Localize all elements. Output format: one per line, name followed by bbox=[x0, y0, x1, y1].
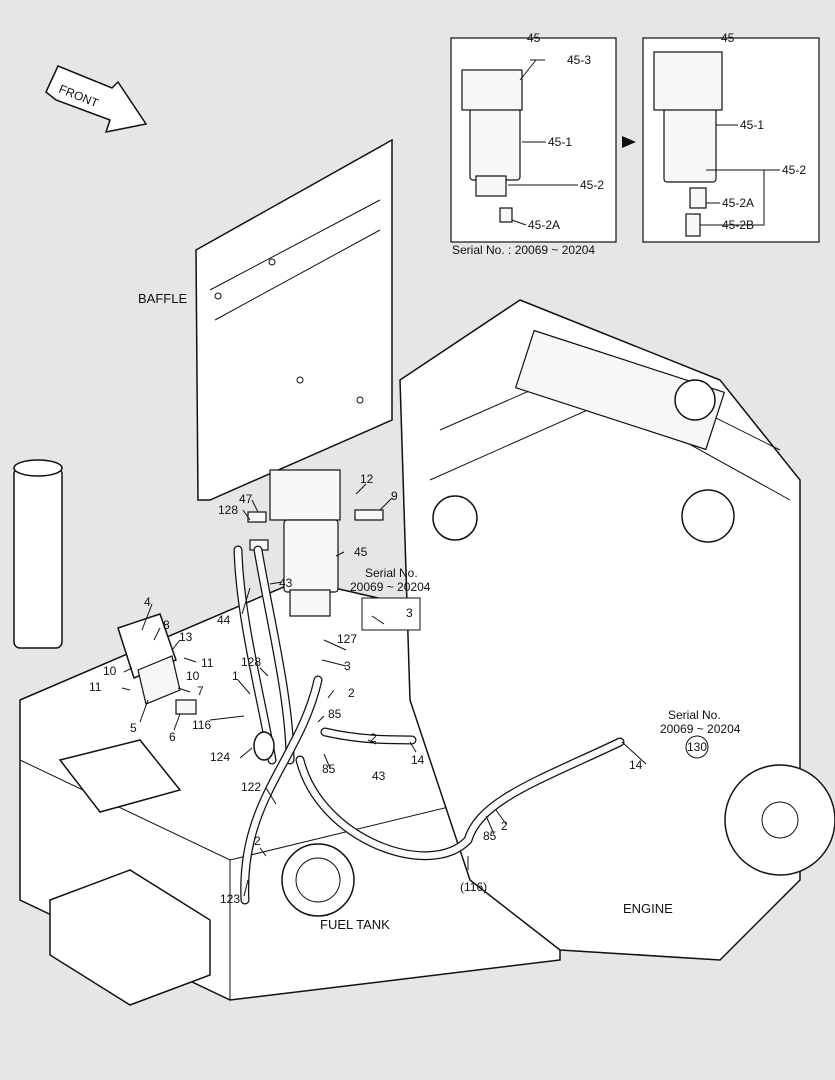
engine-label: ENGINE bbox=[623, 901, 673, 916]
transition-arrow bbox=[622, 136, 636, 148]
bracket-assembly bbox=[117, 613, 197, 715]
inset1-label-45-2: 45-2 bbox=[580, 178, 604, 192]
callout-43-lower: 43 bbox=[372, 769, 386, 783]
inset1-label-45-2A: 45-2A bbox=[528, 218, 560, 232]
callout-1: 1 bbox=[232, 669, 239, 683]
callout-11-right: 11 bbox=[201, 656, 214, 670]
callout-122: 122 bbox=[241, 780, 261, 794]
callout-serial-label: Serial No. bbox=[365, 566, 418, 580]
inset2-label-45: 45 bbox=[721, 31, 735, 45]
callout-3-box: 3 bbox=[406, 606, 413, 620]
engine bbox=[399, 299, 835, 961]
callout-8: 8 bbox=[163, 618, 170, 632]
callout-2-mid: 2 bbox=[348, 686, 355, 700]
callout-12: 12 bbox=[360, 472, 374, 486]
callout2-serial-label: Serial No. bbox=[668, 708, 721, 722]
inset-box-new: 45 45-1 45-2 45-2A 45-2B bbox=[642, 31, 820, 243]
callout-124: 124 bbox=[210, 750, 230, 764]
callout-13: 13 bbox=[179, 630, 193, 644]
inset1-label-45: 45 bbox=[527, 31, 541, 45]
inset1-label-45-1: 45-1 bbox=[548, 135, 572, 149]
callout-85-mid: 85 bbox=[322, 762, 336, 776]
callout-7: 7 bbox=[197, 684, 204, 698]
callout-123: 123 bbox=[220, 892, 240, 906]
inset2-label-45-1: 45-1 bbox=[740, 118, 764, 132]
callout-2-lower-right: 2 bbox=[501, 819, 508, 833]
callout-3-mid: 3 bbox=[344, 659, 351, 673]
callout-44: 44 bbox=[217, 613, 231, 627]
callout-10-right: 10 bbox=[186, 669, 200, 683]
callout-85-lower: 85 bbox=[483, 829, 497, 843]
callout-10-left: 10 bbox=[103, 664, 117, 678]
inset2-label-45-2: 45-2 bbox=[782, 163, 806, 177]
callout-45: 45 bbox=[354, 545, 368, 559]
front-arrow: FRONT bbox=[45, 65, 148, 133]
callout-2-lower-left: 2 bbox=[254, 834, 261, 848]
callout2-serial-range: 20069 ~ 20204 bbox=[660, 722, 741, 736]
callout-14-left: 14 bbox=[411, 753, 425, 767]
callout-5: 5 bbox=[130, 721, 137, 735]
callout-43-top: 43 bbox=[279, 576, 293, 590]
callout-9: 9 bbox=[391, 489, 398, 503]
baffle-label: BAFFLE bbox=[138, 291, 187, 306]
callout-11-left: 11 bbox=[89, 680, 102, 694]
callout-128-mid: 128 bbox=[241, 655, 261, 669]
callout-85-top: 85 bbox=[328, 707, 342, 721]
callout-6: 6 bbox=[169, 730, 176, 744]
callout-2-hose: 2 bbox=[370, 731, 377, 745]
serial-callout: Serial No. 20069 ~ 20204 Serial No. 2006… bbox=[350, 566, 741, 759]
callout-116: 116 bbox=[192, 718, 211, 732]
serial-range-caption: Serial No. : 20069 ~ 20204 bbox=[452, 243, 595, 257]
inset2-label-45-2A: 45-2A bbox=[722, 196, 754, 210]
callout-130: 130 bbox=[687, 740, 707, 754]
callout-128-top: 128 bbox=[218, 503, 238, 517]
hoses bbox=[233, 545, 625, 905]
inset1-label-45-3: 45-3 bbox=[567, 53, 591, 67]
fuel-tank-label: FUEL TANK bbox=[320, 917, 390, 932]
callout-serial-range: 20069 ~ 20204 bbox=[350, 580, 431, 594]
callout-127: 127 bbox=[337, 632, 357, 646]
callout-14-right: 14 bbox=[629, 758, 643, 772]
callout-116-paren: (116) bbox=[460, 880, 487, 894]
callout-47: 47 bbox=[239, 492, 253, 506]
inset-box-old: 45 45-3 45-1 45-2 45-2A bbox=[450, 31, 617, 243]
callout-4: 4 bbox=[144, 595, 151, 609]
baffle-plate bbox=[195, 138, 393, 501]
